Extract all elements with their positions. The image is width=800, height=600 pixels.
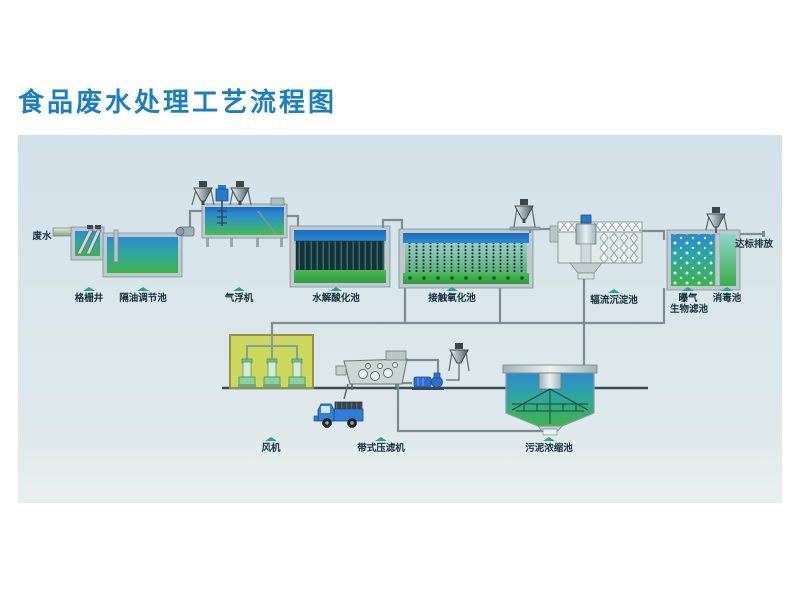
flotation-water — [205, 207, 284, 235]
scraper-mechanism — [511, 388, 589, 424]
marker-triangle — [265, 437, 277, 441]
blower-icon — [288, 346, 306, 387]
truck-bed — [332, 408, 364, 422]
disinfection-label: 消毒池 — [713, 292, 742, 304]
press-label: 带式压滤机 — [357, 442, 405, 454]
baf-label-line1: 曝气 — [678, 292, 698, 304]
diagram-panel-background — [18, 135, 782, 503]
baf-bubbles — [671, 234, 715, 286]
unit-belt-filter-press: 带式压滤机 — [335, 350, 440, 454]
marker-triangle — [137, 287, 149, 291]
page-title: 食品废水处理工艺流程图 — [18, 88, 338, 118]
oil-tank-water — [107, 237, 178, 273]
marker-triangle — [375, 437, 387, 441]
discharge-label: 达标排放 — [735, 238, 774, 250]
truck-icon — [313, 401, 364, 428]
press-rollers — [358, 362, 398, 381]
grid-well-label: 格栅井 — [75, 292, 104, 304]
marker-triangle — [233, 287, 245, 291]
flotation-label: 气浮机 — [224, 292, 254, 304]
drive-motor-icon — [580, 214, 592, 224]
dosing-funnel-icon — [513, 199, 536, 228]
oxidation-label: 接触氧化池 — [428, 292, 476, 304]
sedimentation-outlet-pipe — [642, 229, 666, 240]
dosing-funnel-icon — [229, 181, 252, 206]
oil-tank-label: 隔油调节池 — [119, 292, 167, 304]
unit-contact-oxidation-tank: 接触氧化池 — [398, 228, 534, 304]
disinfection-water — [720, 234, 736, 286]
thickener-discharge — [542, 428, 558, 436]
bar-screen-icon — [76, 229, 94, 255]
lamella-modules — [599, 232, 639, 264]
unit-oil-separation-tank: 隔油调节池 — [102, 229, 183, 304]
marker-triangle — [543, 437, 555, 441]
thickener-drive — [538, 372, 562, 390]
marker-triangle — [446, 287, 458, 291]
marker-triangle — [330, 287, 342, 291]
unit-radial-sedimentation-tank: 辐流沉淀池 — [549, 214, 643, 306]
oil-baffle — [113, 229, 119, 263]
sludge-pump-icon — [412, 372, 444, 390]
blower-label: 风机 — [261, 442, 281, 454]
unit-baf-disinfection: 达标排放 曝气 生物滤池 消毒池 — [666, 207, 774, 315]
mixer-icon — [215, 185, 229, 226]
hydrolysis-outlet-pipe — [381, 218, 404, 232]
dosing-funnel-icon — [446, 343, 470, 381]
baf-label-line2: 生物滤池 — [670, 303, 709, 315]
marker-triangle — [608, 289, 620, 293]
marker-triangle — [721, 287, 733, 291]
sedimentation-inlet-box — [549, 225, 559, 243]
dosing-funnel-icon — [705, 207, 728, 233]
truck-window — [321, 406, 330, 413]
aeration-dots — [408, 276, 524, 280]
unit-air-flotation: 气浮机 — [191, 181, 300, 304]
dosing-funnel-icon — [191, 181, 215, 206]
unit-sludge-thickener: 污泥浓缩池 — [502, 364, 598, 454]
hydrolysis-label: 水解酸化池 — [312, 292, 360, 304]
unit-blower-room: 风机 — [229, 334, 314, 454]
transfer-pump — [175, 209, 203, 237]
wastewater-label: 废水 — [32, 230, 52, 242]
bar-screen-icon — [85, 229, 102, 255]
unit-hydrolysis-tank: 水解酸化池 — [289, 218, 404, 304]
divider-wall — [714, 233, 721, 287]
unit-grid-well: 格栅井 — [70, 225, 105, 304]
hydrolysis-media — [295, 240, 385, 271]
sedimentation-label: 辐流沉淀池 — [590, 294, 638, 306]
flotation-outlet-pipe — [287, 214, 300, 228]
press-feed-pipe — [405, 358, 440, 376]
blower-icon — [238, 346, 256, 387]
blower-icon — [263, 346, 281, 387]
air-pipes — [270, 287, 666, 335]
center-column — [575, 223, 597, 245]
thickener-label: 污泥浓缩池 — [525, 442, 573, 454]
thickener-rim — [502, 364, 598, 374]
marker-triangle — [83, 287, 95, 291]
marker-triangle — [682, 287, 694, 291]
cake-chute — [343, 383, 349, 400]
